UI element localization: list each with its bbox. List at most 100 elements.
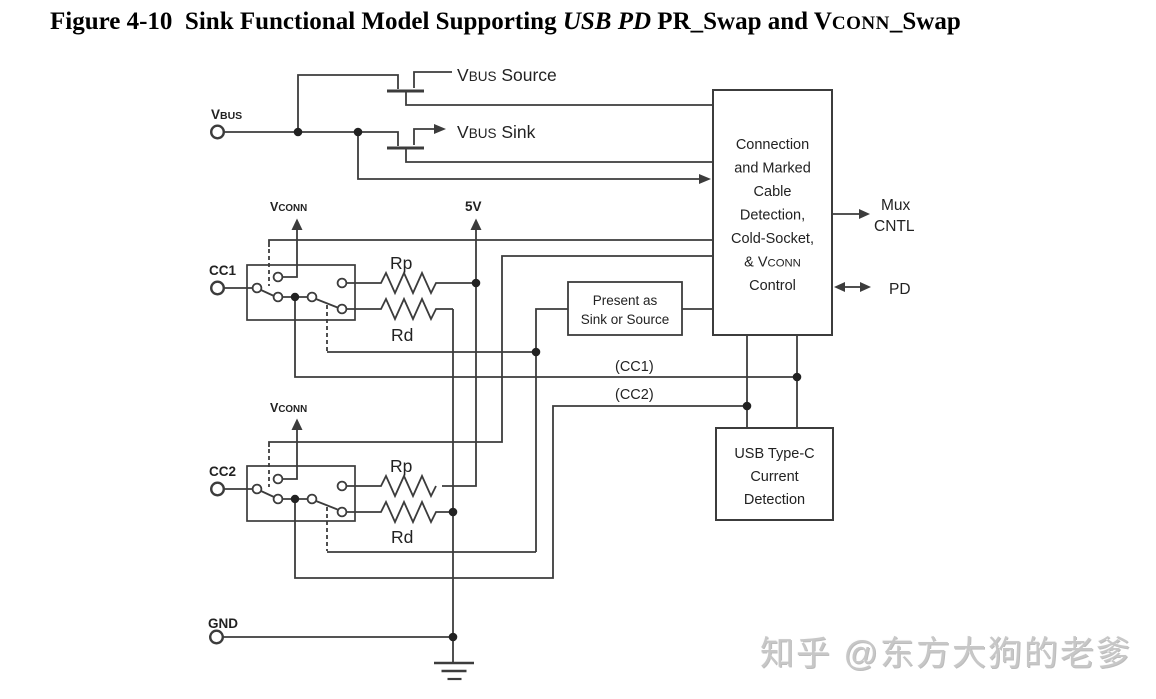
vbus-source-branch-wire [297, 74, 399, 132]
mux-label-line1: Mux [881, 197, 911, 214]
cc2-rd-contact [336, 506, 348, 518]
junction-dot [531, 347, 541, 357]
junction-dot [742, 401, 752, 411]
typec-line1: USB Type-C [734, 446, 814, 462]
cc1-rp-resistor [346, 270, 476, 296]
connection-vconn-pre: & V [744, 255, 768, 271]
fet-source-gate-wire [413, 71, 452, 88]
typec-current-detection-box [715, 427, 834, 521]
cc2-terminal [209, 481, 225, 497]
cc1-vconn-control-wire [268, 239, 712, 247]
junction-dot [353, 127, 363, 137]
connection-line4: Detection, [740, 208, 805, 224]
junction-dot [448, 632, 458, 642]
connection-line5: Cold-Socket, [731, 231, 814, 247]
cc1-switch-arm-1 [260, 289, 275, 297]
fet-sink-gate-wire [413, 128, 434, 145]
cc2-vconn-wire [283, 429, 298, 480]
junction-dots [290, 127, 802, 642]
junction-dot [471, 278, 481, 288]
cc1-signal-wire [294, 301, 797, 378]
cc2-lower-contact [272, 493, 284, 505]
cc2-signal-wire [294, 405, 747, 579]
cc1-vconn-arrowhead-icon [291, 218, 303, 230]
vconn-main: V [270, 200, 279, 214]
vbus-net [224, 74, 711, 184]
junction-dot [792, 372, 802, 382]
cc2-signal-label: (CC2) [615, 387, 654, 403]
junction-dot [448, 507, 458, 517]
output-arrows [833, 209, 871, 292]
cc1-rd-resistor [346, 296, 453, 322]
cc2-rp-resistor [346, 473, 437, 499]
cc2-switch-arm-1 [260, 490, 275, 498]
vconn-caps: CONN [278, 203, 307, 214]
vbus-sink-main: V [457, 122, 469, 142]
typec-box-text: USB Type-C Current Detection [734, 446, 814, 508]
cc2-rd-resistor [346, 499, 453, 525]
vbus-source-rest: Source [496, 65, 556, 85]
present-line2: Sink or Source [581, 312, 670, 327]
fet-sink-drain-wire [405, 149, 712, 163]
mux-label-line2: CNTL [874, 218, 915, 235]
cc1-vconn-contact [272, 271, 284, 283]
cc2-switch-box [246, 465, 356, 522]
present-net [327, 308, 712, 553]
mux-cntl-arrowhead-icon [859, 209, 870, 219]
vbus-source-main: V [457, 65, 469, 85]
cc2-vconn-control-wire [268, 255, 712, 447]
cc2-pole-contact [251, 483, 263, 495]
cc2-switch-arm-2 [315, 500, 338, 511]
vbus-label-main: V [211, 107, 220, 122]
junction-dot [290, 292, 300, 302]
connection-line3: Cable [754, 184, 792, 200]
cc1-switch-arm-2 [315, 298, 338, 309]
pd-arrowhead-right-icon [860, 282, 871, 292]
gnd-terminal [208, 629, 224, 645]
present-as-box [567, 281, 683, 336]
title-text: Figure 4-10 Sink Functional Model Suppor… [50, 8, 563, 35]
cc-signal-net [294, 301, 798, 579]
cc2-rp-label: Rp [390, 456, 412, 476]
cc1-selector-pole-contact [306, 291, 318, 303]
connection-vconn-caps: CONN [768, 258, 801, 270]
vbus-arrowhead-icon [699, 174, 711, 184]
figure-title: Figure 4-10 Sink Functional Model Suppor… [50, 8, 1150, 36]
cc1-rp-label: Rp [390, 253, 412, 273]
cc1-rp-contact [336, 277, 348, 289]
cc2-rp-contact [336, 480, 348, 492]
five-v-label: 5V [465, 199, 482, 214]
vbus-terminal [209, 124, 225, 140]
cc2-terminal-label: CC2 [209, 464, 236, 479]
connection-line6: & VCONN [744, 255, 801, 271]
pd-arrowhead-left-icon [834, 282, 845, 292]
connection-detection-box [712, 89, 833, 336]
five-v-wire [442, 229, 477, 487]
cc1-lower-contact [272, 291, 284, 303]
junction-dot [293, 127, 303, 137]
title-swap-suffix: _Swap [889, 8, 961, 35]
junction-dot [290, 494, 300, 504]
cc1-rd-contact [336, 303, 348, 315]
switch-contacts [251, 271, 348, 518]
cc2-rd-label: Rd [391, 527, 413, 547]
pd-label: PD [889, 281, 911, 298]
rd-ground-net [223, 309, 474, 681]
connection-line2: and Marked [734, 161, 811, 177]
vbus-sink-caps: BUS [469, 126, 497, 141]
cc2-switch-assembly [224, 255, 712, 551]
vbus-sink-rest: Sink [496, 122, 535, 142]
connection-line1: Connection [736, 137, 809, 153]
cc2-vconn-contact [272, 473, 284, 485]
fet-sink-arrowhead-icon [434, 124, 446, 134]
cc1-terminal-label: CC1 [209, 263, 236, 278]
vbus-source-caps: BUS [469, 69, 497, 84]
cc2-vconn-label: VCONN [270, 401, 307, 415]
cc1-pole-contact [251, 282, 263, 294]
cc2-selector-pole-contact [306, 493, 318, 505]
vbus-main-wire [224, 131, 399, 146]
vbus-sink-label: VBUS Sink [457, 122, 536, 142]
connection-line7: Control [749, 278, 796, 294]
